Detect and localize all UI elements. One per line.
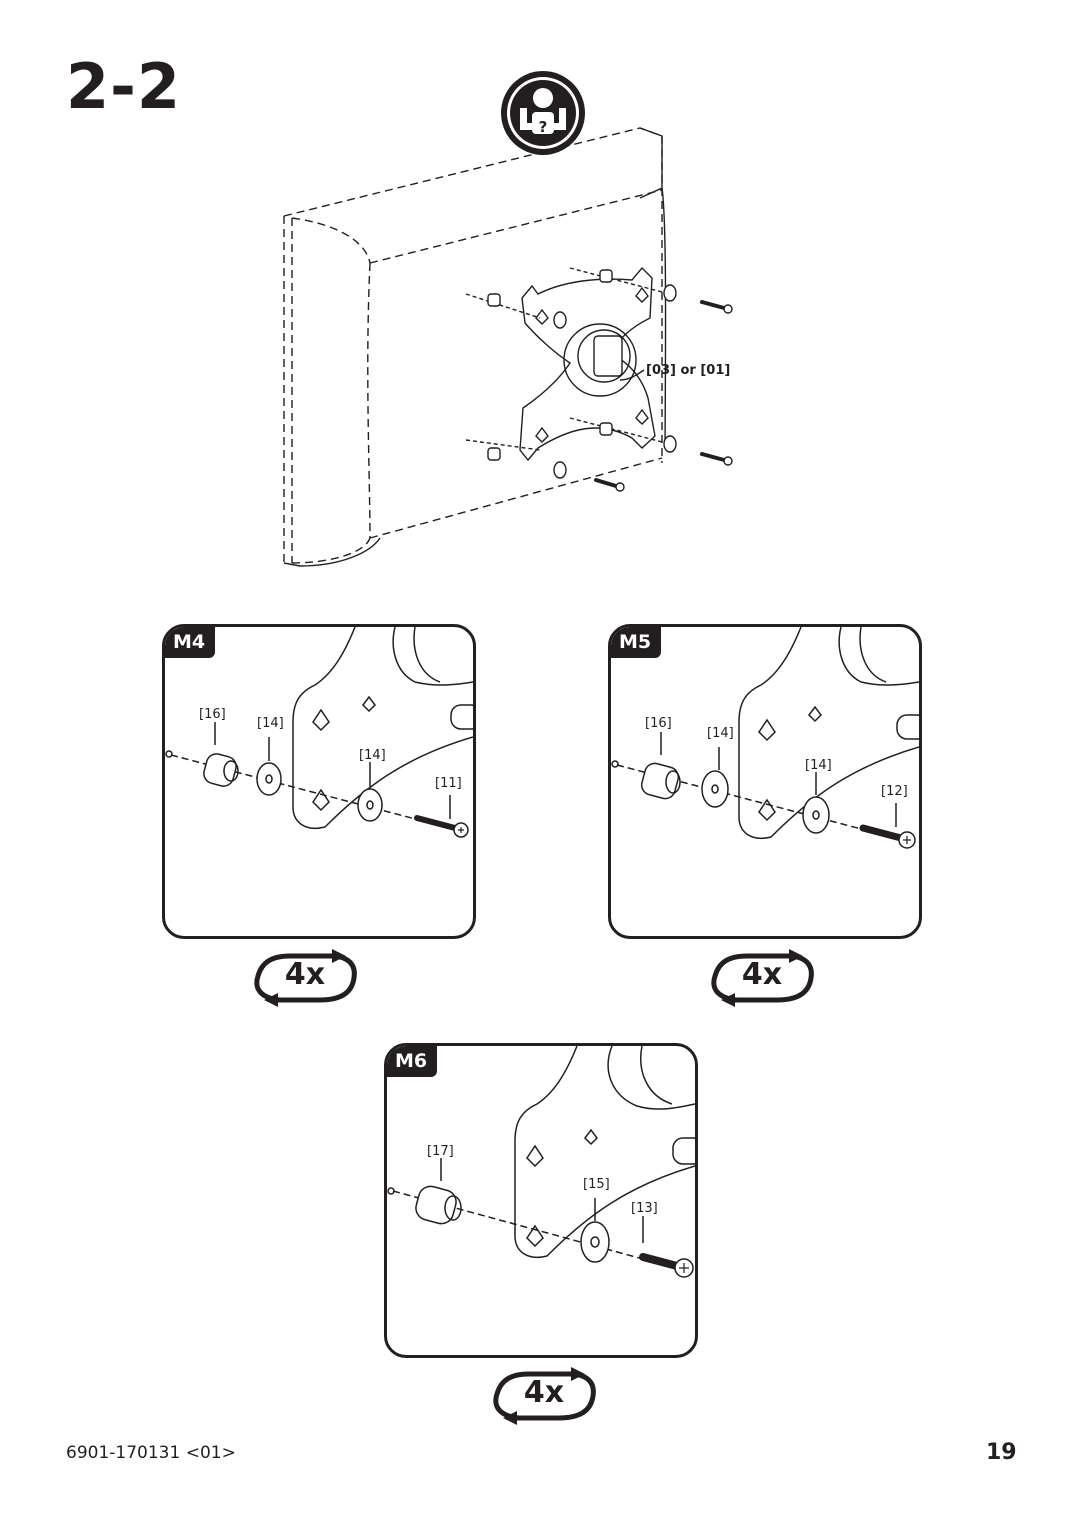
- connector-label: [03] or [01]: [646, 363, 731, 378]
- size-tag-m4: M4: [165, 627, 216, 658]
- repeat-count: 4x: [284, 957, 326, 992]
- part-label-washer-b: [14]: [359, 748, 386, 763]
- step-title: 2-2: [66, 50, 182, 123]
- panel-m4: M4 [16] [14] [14] [11]: [162, 624, 476, 939]
- part-label-washer-a: [14]: [707, 726, 734, 741]
- m4-hardware-illustration: [165, 627, 473, 838]
- part-label-spacer: [16]: [645, 716, 672, 731]
- part-label-screw: [13]: [631, 1201, 658, 1216]
- repeat-count: 4x: [741, 957, 783, 992]
- part-label-spacer: [16]: [199, 707, 226, 722]
- m5-hardware-illustration: [611, 627, 919, 849]
- rotate-arrows-icon: [254, 949, 357, 1007]
- m6-hardware-illustration: [387, 1046, 695, 1278]
- repeat-count: 4x: [523, 1375, 565, 1410]
- document-code: 6901-170131 <01>: [66, 1443, 236, 1463]
- page-number: 19: [986, 1440, 1017, 1465]
- part-label-washer-a: [14]: [257, 716, 284, 731]
- part-label-spacer: [17]: [427, 1144, 454, 1159]
- repeat-badge-m4: 4x: [250, 948, 360, 1008]
- part-label-washer-b: [14]: [805, 758, 832, 773]
- part-label-screw: [12]: [881, 784, 908, 799]
- svg-text:?: ?: [539, 118, 548, 136]
- two-person-help-icon: ?: [501, 71, 585, 155]
- rotate-arrows-icon: [711, 949, 814, 1007]
- tv-back-illustration: [283, 127, 733, 567]
- part-label-screw: [11]: [435, 776, 462, 791]
- part-label-washer: [15]: [583, 1177, 610, 1192]
- repeat-badge-m5: 4x: [707, 948, 817, 1008]
- size-tag-m6: M6: [387, 1046, 438, 1077]
- panel-m6: M6 [17] [15] [13]: [384, 1043, 698, 1358]
- size-tag-m5: M5: [611, 627, 662, 658]
- repeat-badge-m6: 4x: [489, 1366, 599, 1426]
- panel-m5: M5 [16] [14] [14] [12]: [608, 624, 922, 939]
- rotate-arrows-icon: [493, 1367, 596, 1425]
